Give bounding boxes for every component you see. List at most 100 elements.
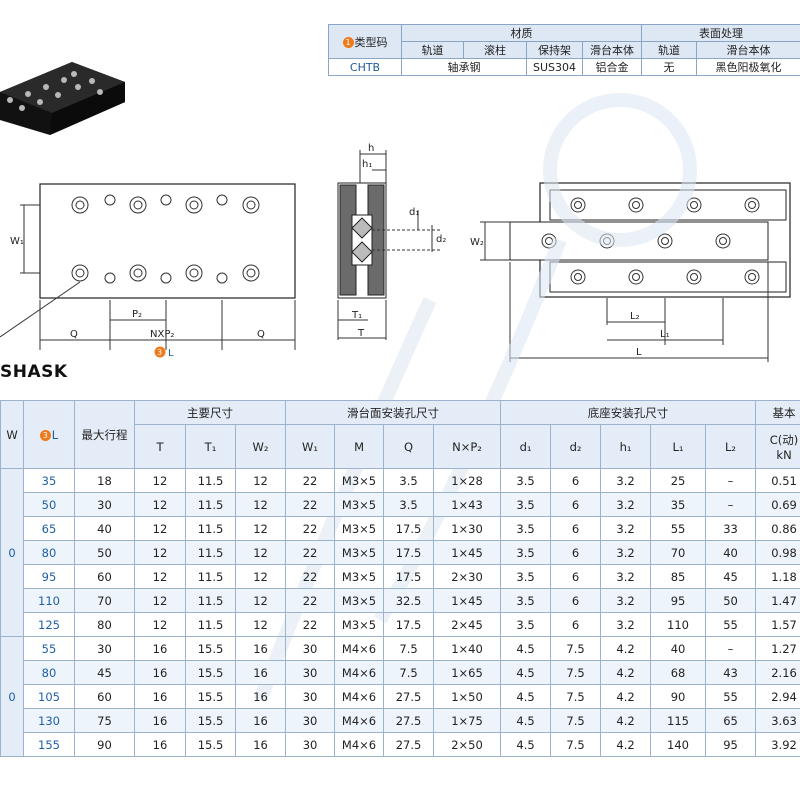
table-cell: 60 bbox=[74, 564, 135, 589]
table-cell: 105 bbox=[23, 684, 75, 709]
table-cell: 17.5 bbox=[383, 564, 435, 589]
table-cell: 3.5 bbox=[500, 564, 552, 589]
table-cell: M4×6 bbox=[334, 708, 385, 733]
body-surface-value: 黑色阳极氧化 bbox=[696, 58, 800, 76]
table-cell: 7.5 bbox=[550, 660, 602, 685]
table-cell: 22 bbox=[285, 468, 336, 493]
table-cell: 80 bbox=[23, 540, 75, 565]
table-cell: 2×50 bbox=[433, 732, 502, 757]
table-cell: 3.2 bbox=[600, 516, 652, 541]
table-cell: 30 bbox=[285, 636, 336, 661]
table-cell: 1×40 bbox=[433, 636, 502, 661]
table-cell: 70 bbox=[650, 540, 707, 565]
table-cell: 33 bbox=[705, 516, 757, 541]
table-cell: 95 bbox=[23, 564, 75, 589]
table-cell: 55 bbox=[650, 516, 707, 541]
table-cell: 55 bbox=[705, 684, 757, 709]
table-cell: 1.18 bbox=[755, 564, 800, 589]
table-cell: 50 bbox=[23, 492, 75, 517]
table-cell: 11.5 bbox=[185, 492, 236, 517]
top-view bbox=[0, 183, 296, 350]
table-cell: 6 bbox=[550, 516, 602, 541]
col-w-header: W bbox=[0, 400, 24, 469]
sub-l2: L₂ bbox=[705, 424, 757, 469]
table-cell: 110 bbox=[23, 588, 75, 613]
table-cell: 3.5 bbox=[500, 516, 552, 541]
cell-w: 0 bbox=[0, 636, 24, 757]
table-cell: 11.5 bbox=[185, 468, 236, 493]
label-nxp2: NXP₂ bbox=[150, 329, 174, 340]
table-cell: M4×6 bbox=[334, 732, 385, 757]
sub-d1: d₁ bbox=[500, 424, 552, 469]
table-cell: 30 bbox=[74, 492, 135, 517]
table-cell: 16 bbox=[234, 732, 287, 757]
label-l1: L₁ bbox=[660, 329, 670, 340]
table-cell: 68 bbox=[650, 660, 707, 685]
table-cell: 3.2 bbox=[600, 612, 652, 637]
label-h1: h₁ bbox=[362, 159, 372, 170]
table-cell: 6 bbox=[550, 564, 602, 589]
table-cell: 16 bbox=[134, 732, 186, 757]
table-cell: 12 bbox=[234, 588, 287, 613]
sub-t: T bbox=[134, 424, 186, 469]
table-cell: 7.5 bbox=[550, 684, 602, 709]
table-cell: 30 bbox=[74, 636, 135, 661]
table-cell: 1.27 bbox=[755, 636, 800, 661]
table-cell: 22 bbox=[285, 612, 336, 637]
table-cell: 12 bbox=[134, 540, 186, 565]
sub-rail: 轨道 bbox=[401, 41, 464, 59]
group-slide-header: 滑台面安装孔尺寸 bbox=[285, 400, 502, 425]
table-cell: 11.5 bbox=[185, 588, 236, 613]
cell-w: 0 bbox=[0, 468, 24, 637]
table-cell: 3.2 bbox=[600, 540, 652, 565]
sub-l1: L₁ bbox=[650, 424, 707, 469]
table-cell: 6 bbox=[550, 468, 602, 493]
table-cell: 27.5 bbox=[383, 708, 435, 733]
label-d2: d₂ bbox=[436, 234, 446, 245]
label-d1: d₁ bbox=[409, 207, 419, 218]
table-cell: 50 bbox=[705, 588, 757, 613]
table-cell: 60 bbox=[74, 684, 135, 709]
sub-rail-surface: 轨道 bbox=[641, 41, 697, 59]
sub-m: M bbox=[334, 424, 385, 469]
label-q-right: Q bbox=[257, 329, 265, 340]
label-w1: W₁ bbox=[10, 236, 24, 247]
table-cell: 12 bbox=[134, 588, 186, 613]
surface-header: 表面处理 bbox=[641, 24, 800, 42]
table-cell: M3×5 bbox=[334, 492, 385, 517]
table-cell: M4×6 bbox=[334, 636, 385, 661]
table-cell: 27.5 bbox=[383, 732, 435, 757]
table-cell: 90 bbox=[74, 732, 135, 757]
sub-d2: d₂ bbox=[550, 424, 602, 469]
table-cell: 3.5 bbox=[500, 468, 552, 493]
table-cell: 12 bbox=[234, 564, 287, 589]
table-cell: 7.5 bbox=[550, 708, 602, 733]
table-cell: 30 bbox=[285, 708, 336, 733]
technical-drawing: W₁ P₂ Q NXP₂ Q 3 L h h₁ d₁ d₂ T₁ T bbox=[0, 143, 791, 362]
table-cell: 12 bbox=[234, 516, 287, 541]
table-cell: 95 bbox=[650, 588, 707, 613]
table-cell: 3.2 bbox=[600, 564, 652, 589]
table-cell: 18 bbox=[74, 468, 135, 493]
table-cell: 17.5 bbox=[383, 540, 435, 565]
table-cell: 50 bbox=[74, 540, 135, 565]
table-cell: 4.5 bbox=[500, 708, 552, 733]
table-cell: 95 bbox=[705, 732, 757, 757]
table-cell: 25 bbox=[650, 468, 707, 493]
table-cell: – bbox=[705, 468, 757, 493]
table-cell: 4.2 bbox=[600, 732, 652, 757]
table-cell: 3.5 bbox=[500, 492, 552, 517]
table-cell: – bbox=[705, 492, 757, 517]
table-cell: 11.5 bbox=[185, 516, 236, 541]
table-cell: 12 bbox=[134, 612, 186, 637]
table-cell: 11.5 bbox=[185, 540, 236, 565]
table-cell: 30 bbox=[285, 684, 336, 709]
table-cell: 1×75 bbox=[433, 708, 502, 733]
table-cell: 12 bbox=[234, 612, 287, 637]
table-cell: 12 bbox=[234, 540, 287, 565]
